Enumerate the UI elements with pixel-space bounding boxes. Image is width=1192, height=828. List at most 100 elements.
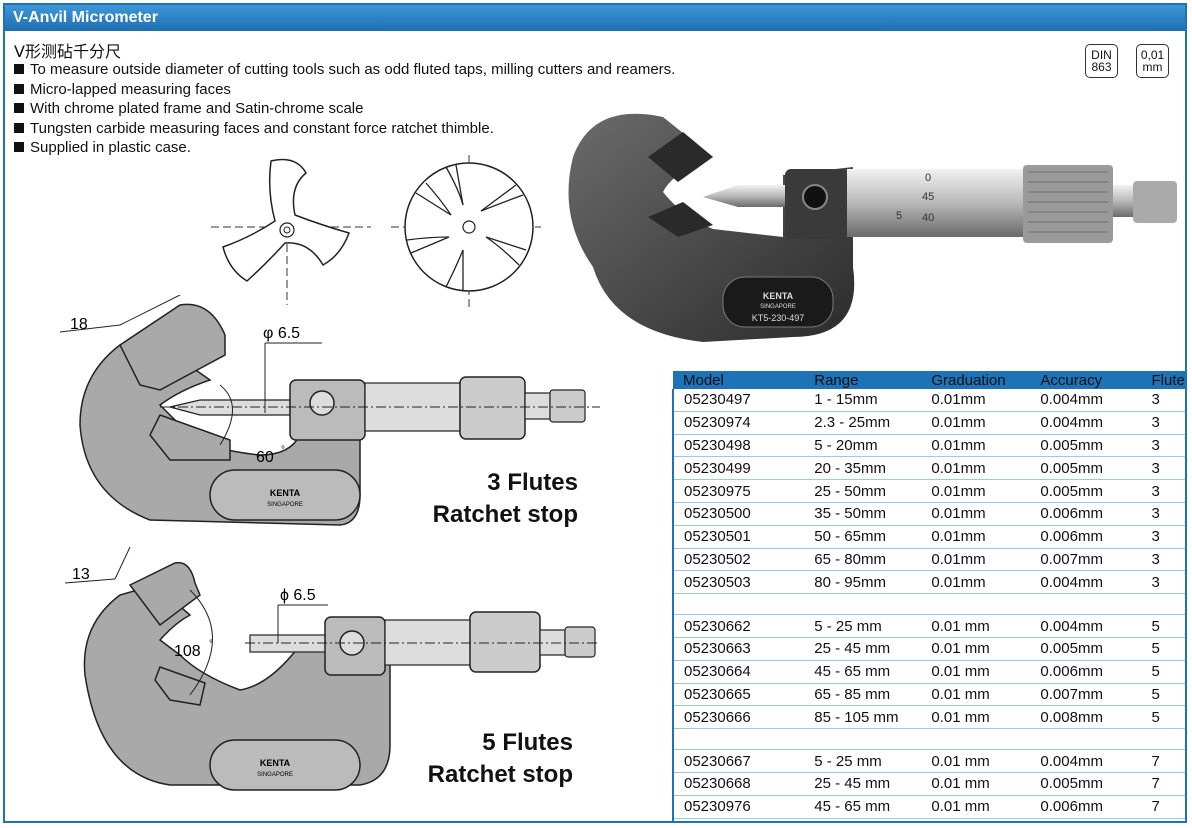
table-cell: 05230975: [673, 479, 805, 503]
table-row: 0523097765 - 85 mm0.01 mm0.007mm7: [673, 818, 1185, 821]
table-cell: 0.007mm: [1030, 548, 1142, 572]
table-cell: 25 - 45 mm: [804, 772, 922, 796]
resolution-badge: 0,01 mm: [1136, 44, 1169, 78]
table-cell: 0.008mm: [1030, 705, 1142, 730]
table-cell: 20 - 35mm: [804, 456, 922, 481]
lock-knob-icon: [802, 184, 828, 210]
table-cell: 2.3 - 25mm: [804, 411, 922, 435]
table-cell: 0.01mm: [921, 502, 1031, 526]
brand-origin-text: SINGAPORE: [760, 304, 796, 310]
ratchet-knob: [1133, 181, 1177, 223]
table-cell: 05230667: [673, 749, 805, 773]
table-group-gap: [673, 728, 1185, 751]
table-cell: 3: [1141, 525, 1185, 549]
table-cell: 0.007mm: [1030, 683, 1142, 707]
thimble: [1023, 165, 1113, 243]
table-cell: 3: [1141, 411, 1185, 435]
scale-mark: 0: [925, 172, 931, 184]
table-cell: 0.01mm: [921, 479, 1031, 503]
table-cell: 5: [1141, 637, 1185, 661]
table-group-gap: [673, 593, 1185, 616]
frame-body: [83, 584, 391, 786]
table-cell: 0.01 mm: [921, 772, 1031, 796]
table-cell: 3: [1141, 570, 1185, 595]
table-cell: 05230662: [673, 614, 805, 638]
table-cell: 50 - 65mm: [804, 525, 922, 549]
feature-item: Supplied in plastic case.: [14, 138, 675, 158]
brand-logo-text: KENTA: [270, 488, 301, 498]
table-cell: 0.006mm: [1030, 795, 1142, 819]
table-cell: 0.01 mm: [921, 660, 1031, 684]
table-cell: 5: [1141, 614, 1185, 638]
table-cell: 0.01mm: [921, 548, 1031, 572]
ratchet-neck: [524, 392, 551, 420]
part-number-text: KT5-230-497: [752, 313, 805, 323]
table-cell: 3: [1141, 434, 1185, 458]
table-cell: 65 - 80mm: [804, 548, 922, 572]
scale-mark: 40: [922, 212, 934, 224]
anvil-upper: [648, 132, 713, 182]
thimble: [469, 611, 541, 673]
table-cell: 5 - 25 mm: [804, 614, 922, 638]
table-cell: 0.005mm: [1030, 434, 1142, 458]
dim-diameter-label: ϕ 6.5: [280, 587, 316, 604]
table-cell: 0.01 mm: [921, 614, 1031, 638]
table-cell: 05230976: [673, 795, 805, 819]
bullet-square-icon: [14, 122, 24, 133]
title-bar: V-Anvil Micrometer: [5, 5, 1185, 31]
angle-label: 60: [256, 449, 274, 466]
chinese-subtitle: V形测砧千分尺: [14, 42, 121, 61]
three-flute-caption: 3 Flutes Ratchet stop: [432, 469, 578, 528]
ratchet-knob: [549, 389, 586, 423]
table-cell: 7: [1141, 772, 1185, 796]
table-cell: 7: [1141, 795, 1185, 819]
spec-table: Model Range Graduation Accuracy Flute 05…: [672, 371, 1185, 821]
table-cell: 0.01mm: [921, 411, 1031, 435]
table-cell: 3: [1141, 456, 1185, 481]
table-cell: 5 - 25 mm: [804, 749, 922, 773]
brand-logo-text: KENTA: [763, 291, 794, 301]
table-cell: 1 - 15mm: [804, 389, 922, 412]
table-cell: 3: [1141, 502, 1185, 526]
table-cell: 0.005mm: [1030, 637, 1142, 661]
table-cell: 5: [1141, 683, 1185, 707]
din-863-badge: DIN 863: [1085, 44, 1118, 78]
table-cell: 0.01 mm: [921, 705, 1031, 730]
table-cell: 05230499: [673, 456, 805, 481]
bullet-square-icon: [14, 83, 24, 94]
table-cell: 45 - 65 mm: [804, 660, 922, 684]
anvil-upper: [119, 303, 226, 391]
table-cell: 0.005mm: [1030, 772, 1142, 796]
table-cell: 5: [1141, 660, 1185, 684]
table-cell: 0.01mm: [921, 389, 1031, 412]
table-cell: 0.01 mm: [921, 637, 1031, 661]
brand-plate: [209, 739, 361, 791]
brand-plate: [722, 276, 834, 328]
dim-width-label: 13: [72, 566, 90, 583]
table-cell: 05230665: [673, 683, 805, 707]
brand-origin-text: SINGAPORE: [257, 772, 293, 778]
table-cell: 65 - 85 mm: [804, 818, 922, 821]
table-cell: 05230498: [673, 434, 805, 458]
table-cell: 0.01 mm: [921, 749, 1031, 773]
table-cell: 05230502: [673, 548, 805, 572]
svg-text:°: °: [209, 639, 213, 650]
anvil-lower: [149, 414, 231, 461]
svg-text:°: °: [281, 445, 285, 456]
column-header: Range: [804, 371, 922, 389]
column-header: Graduation: [921, 371, 1031, 389]
table-cell: 05230497: [673, 389, 805, 412]
table-cell: 3: [1141, 479, 1185, 503]
table-cell: 80 - 95mm: [804, 570, 922, 595]
